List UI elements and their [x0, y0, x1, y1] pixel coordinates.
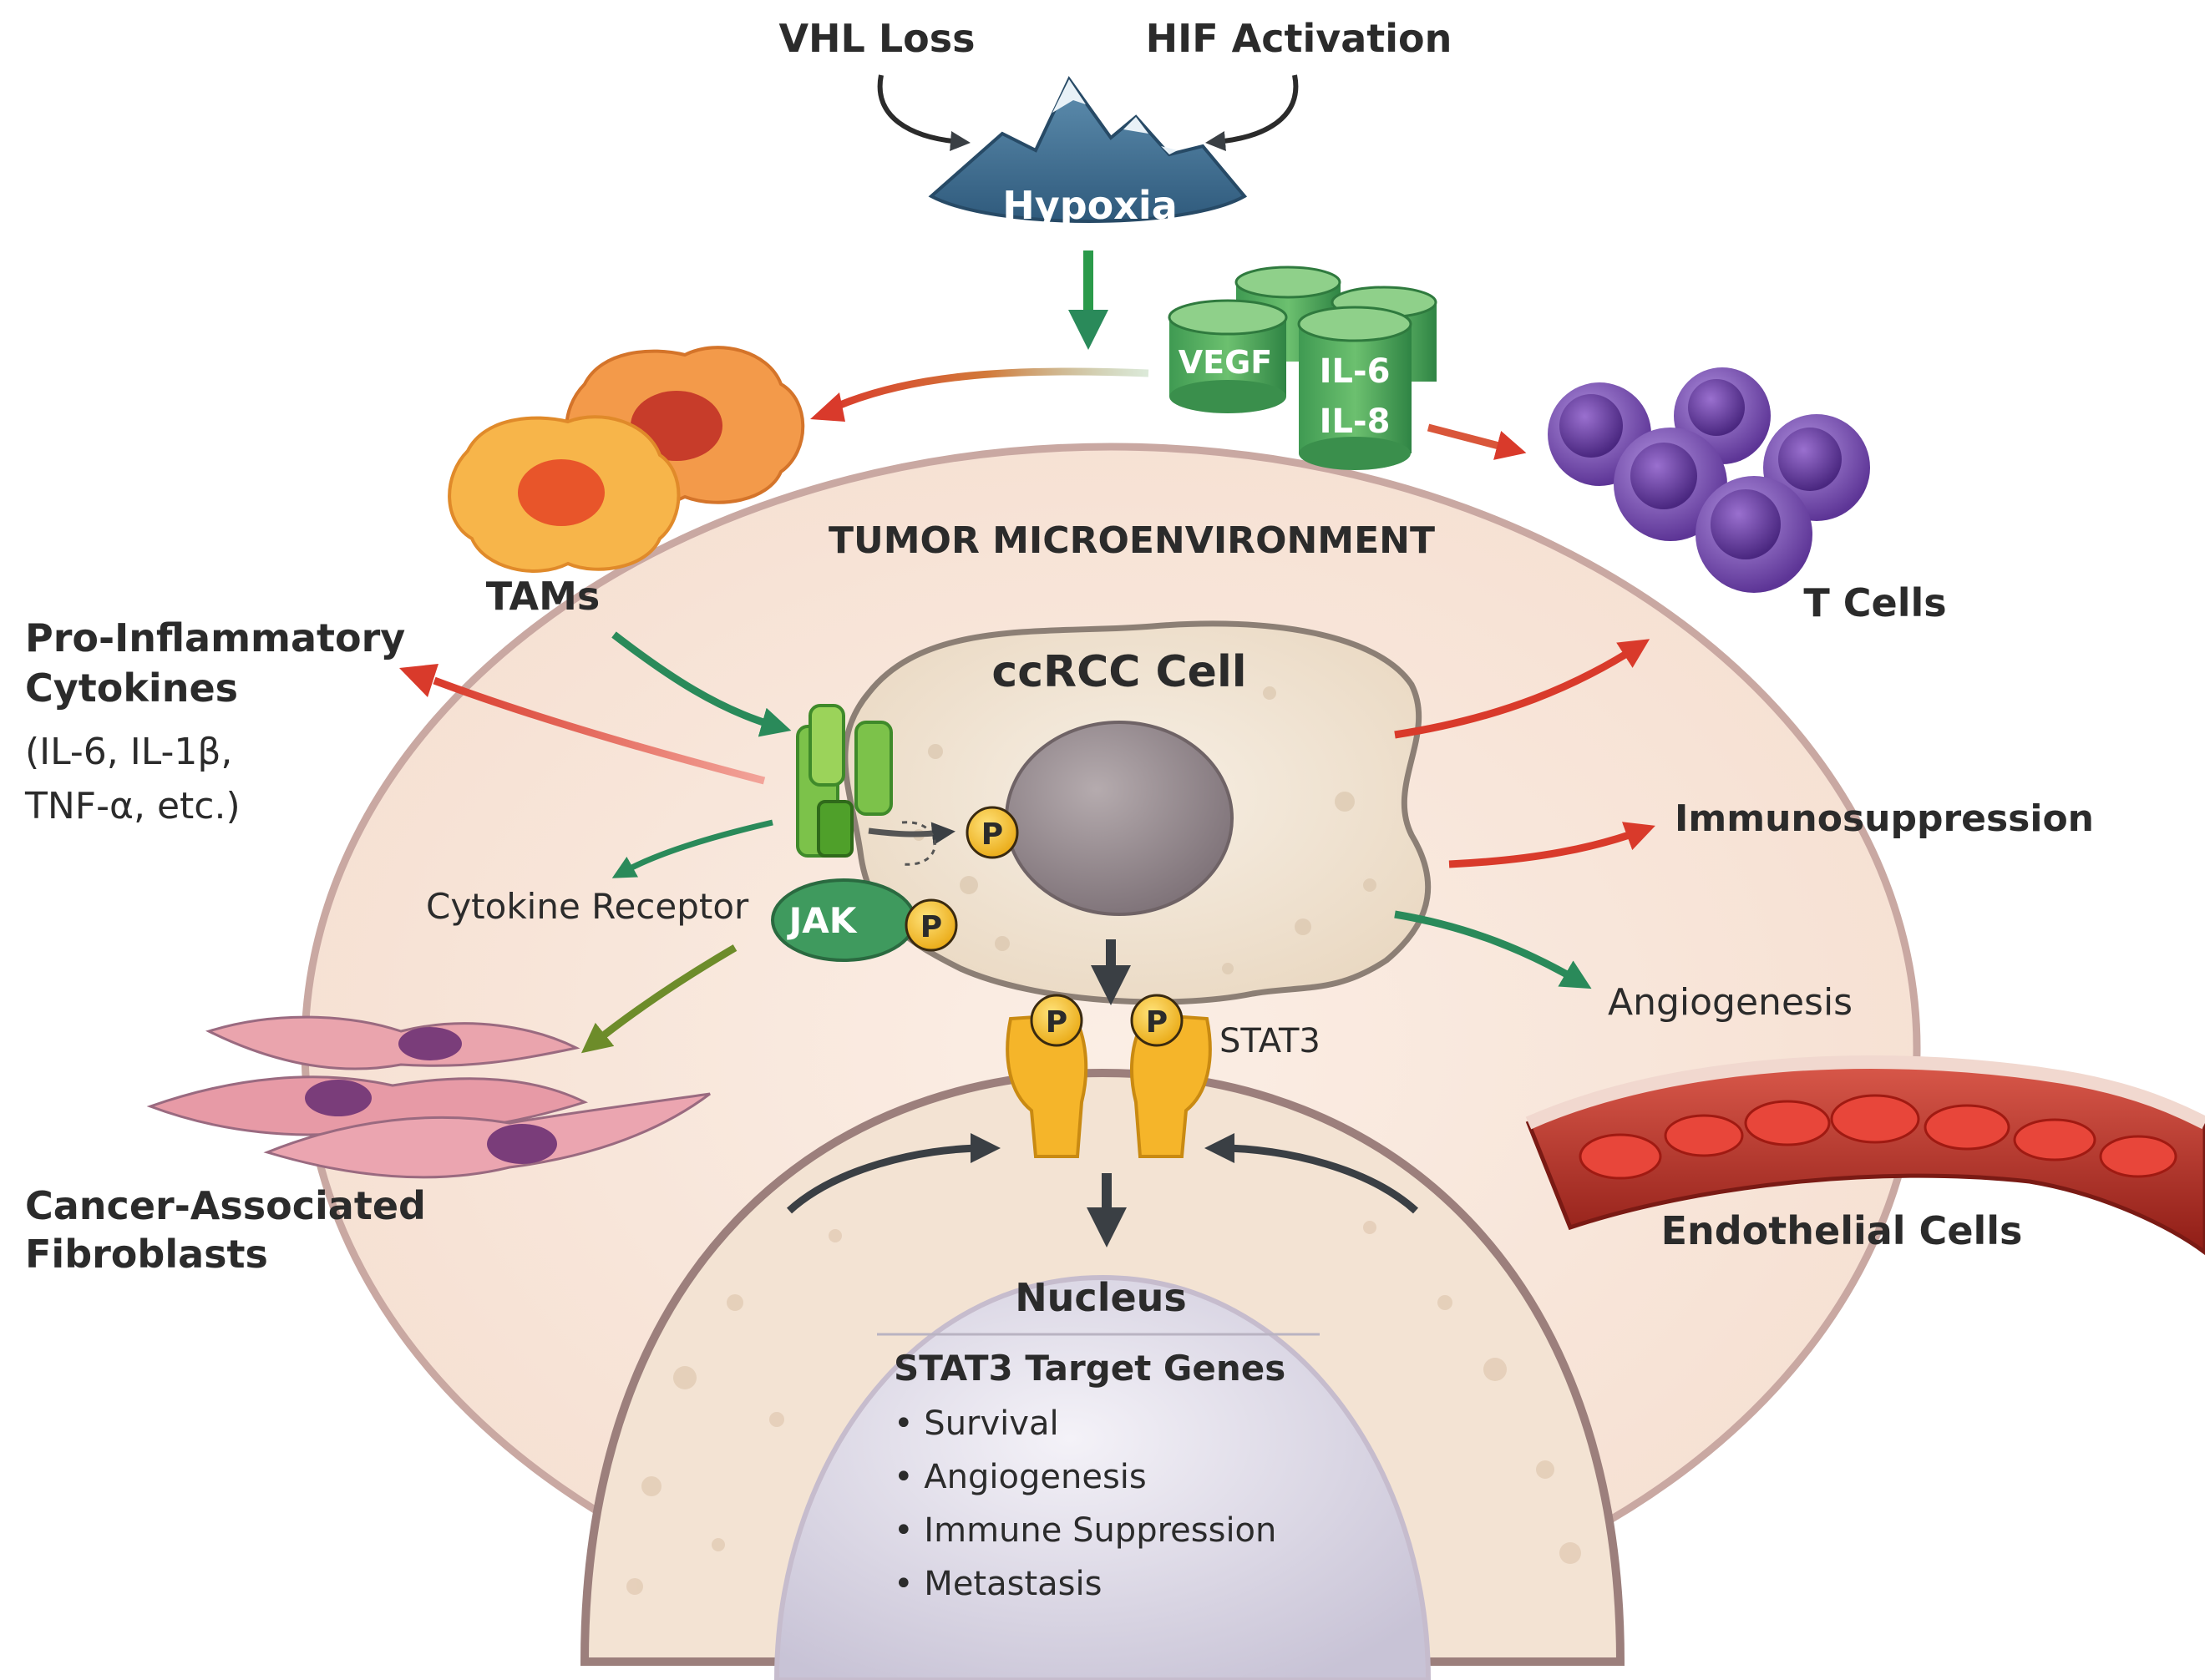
svg-text:P: P	[920, 910, 942, 944]
il6-label: IL-6	[1320, 352, 1391, 391]
caf-label-line1: Cancer-Associated	[25, 1183, 426, 1228]
gene-metastasis: • Metastasis	[894, 1565, 1102, 1603]
stat3-label: STAT3	[1219, 1022, 1320, 1060]
svg-text:P: P	[981, 817, 1003, 852]
phospho-stat3-left: P	[1030, 994, 1083, 1047]
svg-text:P: P	[1046, 1005, 1067, 1040]
vhl-loss-label: VHL Loss	[778, 16, 975, 61]
cytokines-to-tams-arrowhead	[810, 392, 845, 422]
receptor-to-p-arrow	[868, 822, 956, 846]
hif-to-hypoxia-arrow	[1205, 74, 1299, 151]
pro-inflammatory-arrow	[433, 676, 766, 785]
tam-cells	[448, 346, 805, 573]
ccrcc-cell	[842, 620, 1432, 1005]
phospho-jak: P	[905, 898, 958, 952]
il8-label: IL-8	[1320, 402, 1391, 441]
ccrcc-cell-title: ccRCC Cell	[991, 647, 1246, 697]
jak-label: JAK	[787, 900, 858, 941]
stat3-target-genes-title: STAT3 Target Genes	[894, 1348, 1285, 1389]
hif-activation-label: HIF Activation	[1146, 16, 1452, 61]
endothelial-cells-label: Endothelial Cells	[1661, 1208, 2023, 1253]
vegf-label: VEGF	[1179, 344, 1273, 381]
to-fibroblasts-arrow	[580, 944, 738, 1054]
pro-inflammatory-line1: Pro-Inflammatory	[25, 615, 405, 660]
receptor-down-arrow	[611, 819, 773, 878]
cytokines-to-tams-arrow	[825, 367, 1149, 415]
to-angiogenesis-arrow	[1394, 910, 1592, 989]
nucleus-region	[580, 1068, 1625, 1680]
svg-text:P: P	[1146, 1005, 1168, 1040]
tams-to-receptor-arrow	[611, 631, 792, 737]
cytokine-receptor-label: Cytokine Receptor	[426, 886, 749, 927]
fibroblast-cells	[146, 1015, 711, 1179]
nucleus-inflow-arrow-left	[786, 1133, 1001, 1214]
stat3-dimer	[1006, 1012, 1212, 1158]
blood-vessel	[1525, 1055, 2205, 1256]
cytokines-to-tcells-arrow	[1427, 423, 1527, 460]
pro-inflammatory-arrowhead	[399, 664, 438, 697]
hypoxia-label: Hypoxia	[1002, 183, 1178, 228]
gene-angiogenesis: • Angiogenesis	[894, 1458, 1147, 1496]
t-cells	[1548, 367, 1870, 593]
t-cells-label: T Cells	[1803, 580, 1946, 625]
nucleus-title: Nucleus	[1015, 1275, 1187, 1320]
tams-label: TAMs	[486, 574, 601, 619]
cytokine-cylinders	[1168, 266, 1437, 470]
gene-immune-suppression: • Immune Suppression	[894, 1511, 1276, 1550]
phospho-stat3-right: P	[1130, 994, 1184, 1047]
phospho-receptor: P	[966, 806, 1019, 859]
receptor-dashed-loop	[901, 821, 936, 866]
cytokine-receptor-icon	[796, 704, 893, 858]
immunosuppression-label: Immunosuppression	[1675, 797, 2094, 840]
gene-survival: • Survival	[894, 1404, 1059, 1443]
to-immunosuppression-arrow	[1448, 822, 1655, 868]
cell-nucleolus	[1005, 721, 1234, 916]
to-tcells-arrow	[1394, 639, 1650, 739]
hypoxia-mountain-icon	[928, 76, 1248, 223]
vhl-to-hypoxia-arrow	[877, 74, 971, 151]
pro-inflammatory-line2: Cytokines	[25, 665, 238, 711]
angiogenesis-label: Angiogenesis	[1608, 981, 1853, 1024]
caf-label-line2: Fibroblasts	[25, 1232, 268, 1277]
pro-inflammatory-line4: TNF-α, etc.)	[24, 785, 241, 827]
tumor-microenvironment-title: TUMOR MICROENVIRONMENT	[829, 519, 1435, 562]
nucleus-inflow-arrow-right	[1204, 1133, 1419, 1214]
pro-inflammatory-line3: (IL-6, IL-1β,	[25, 731, 232, 773]
